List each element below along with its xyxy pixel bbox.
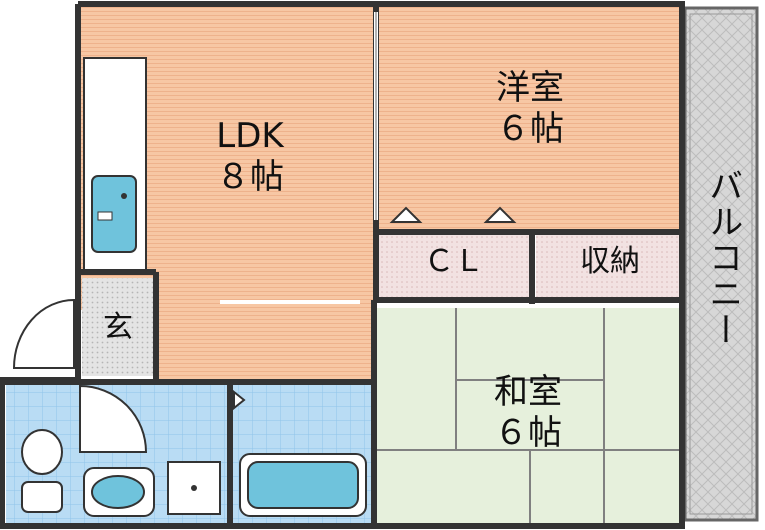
balcony-area [683, 6, 759, 522]
wash-basin-icon [83, 467, 155, 517]
balcony-label: バルコニー [702, 168, 743, 348]
western-room-size: ６帖 [496, 108, 564, 149]
western-room-label: 洋室 ６帖 [470, 68, 590, 150]
bath-door-mark [233, 389, 246, 411]
entrance-label: 玄 [103, 310, 133, 345]
bathtub-icon [239, 453, 367, 517]
ldk-lower-floor [158, 306, 376, 382]
closet-label: ＣＬ [424, 244, 484, 279]
tatami-lines [376, 308, 682, 524]
storage-floor [536, 232, 682, 302]
toilet-icon [21, 429, 63, 513]
closet-floor [378, 232, 530, 302]
ldk-name: LDK [216, 116, 284, 156]
japanese-room-name: 和室 [494, 372, 562, 412]
japanese-room-label: 和室 ６帖 [468, 372, 588, 454]
washroom-door-swing [79, 384, 148, 453]
western-room-name: 洋室 [496, 68, 564, 108]
closet-door-marks [389, 206, 517, 223]
ldk-label: LDK ８帖 [190, 116, 310, 198]
storage-label: 収納 [580, 244, 640, 279]
western-room-floor [376, 6, 682, 230]
entrance-floor [82, 278, 156, 376]
entrance-door-swing [12, 298, 75, 369]
ldk-size: ８帖 [216, 156, 284, 197]
japanese-room-size: ６帖 [494, 412, 562, 453]
